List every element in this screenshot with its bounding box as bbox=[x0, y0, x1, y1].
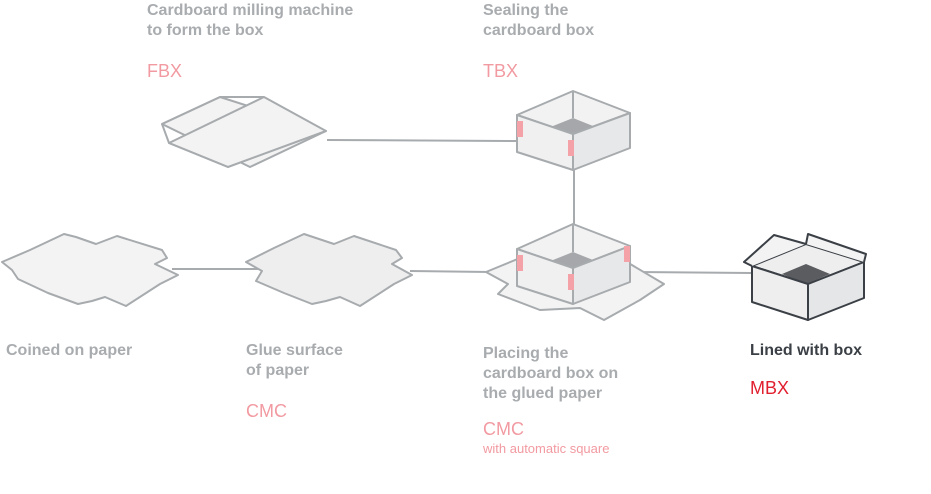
fbx-code: FBX bbox=[147, 61, 183, 81]
placing-title-line3: the glued paper bbox=[483, 385, 603, 402]
connectors bbox=[172, 139, 753, 274]
tbx-title-line2: cardboard box bbox=[483, 22, 595, 39]
connector-placing-to-lined bbox=[635, 271, 753, 274]
glue-title-line1: Glue surface bbox=[246, 342, 343, 359]
placing-title-line1: Placing the bbox=[483, 345, 569, 362]
tbx-code: TBX bbox=[483, 61, 519, 81]
glued-paper-icon bbox=[245, 233, 413, 307]
lined-title: Lined with box bbox=[750, 342, 862, 359]
fbx-title-line1: Cardboard milling machine bbox=[147, 2, 354, 19]
fbx-title-line2: to form the box bbox=[147, 22, 264, 39]
tbx-title-line1: Sealing the bbox=[483, 2, 569, 19]
cross-paper-icon bbox=[1, 233, 179, 307]
coined-title: Coined on paper bbox=[6, 342, 133, 359]
lined-box-icon bbox=[743, 233, 867, 321]
placing-title-line2: cardboard box on bbox=[483, 365, 619, 382]
placing-code: CMC bbox=[483, 419, 524, 439]
tray-on-paper-icon bbox=[485, 223, 665, 321]
connector-glue-to-placing bbox=[409, 270, 491, 273]
lined-code: MBX bbox=[750, 378, 790, 398]
glue-title-line2: of paper bbox=[246, 362, 310, 379]
glue-code: CMC bbox=[246, 401, 287, 421]
flat-blank-icon bbox=[161, 96, 327, 168]
open-tray-icon bbox=[516, 90, 631, 171]
placing-note: with automatic square bbox=[483, 441, 610, 456]
connector-fbx-to-tbx bbox=[326, 139, 519, 142]
